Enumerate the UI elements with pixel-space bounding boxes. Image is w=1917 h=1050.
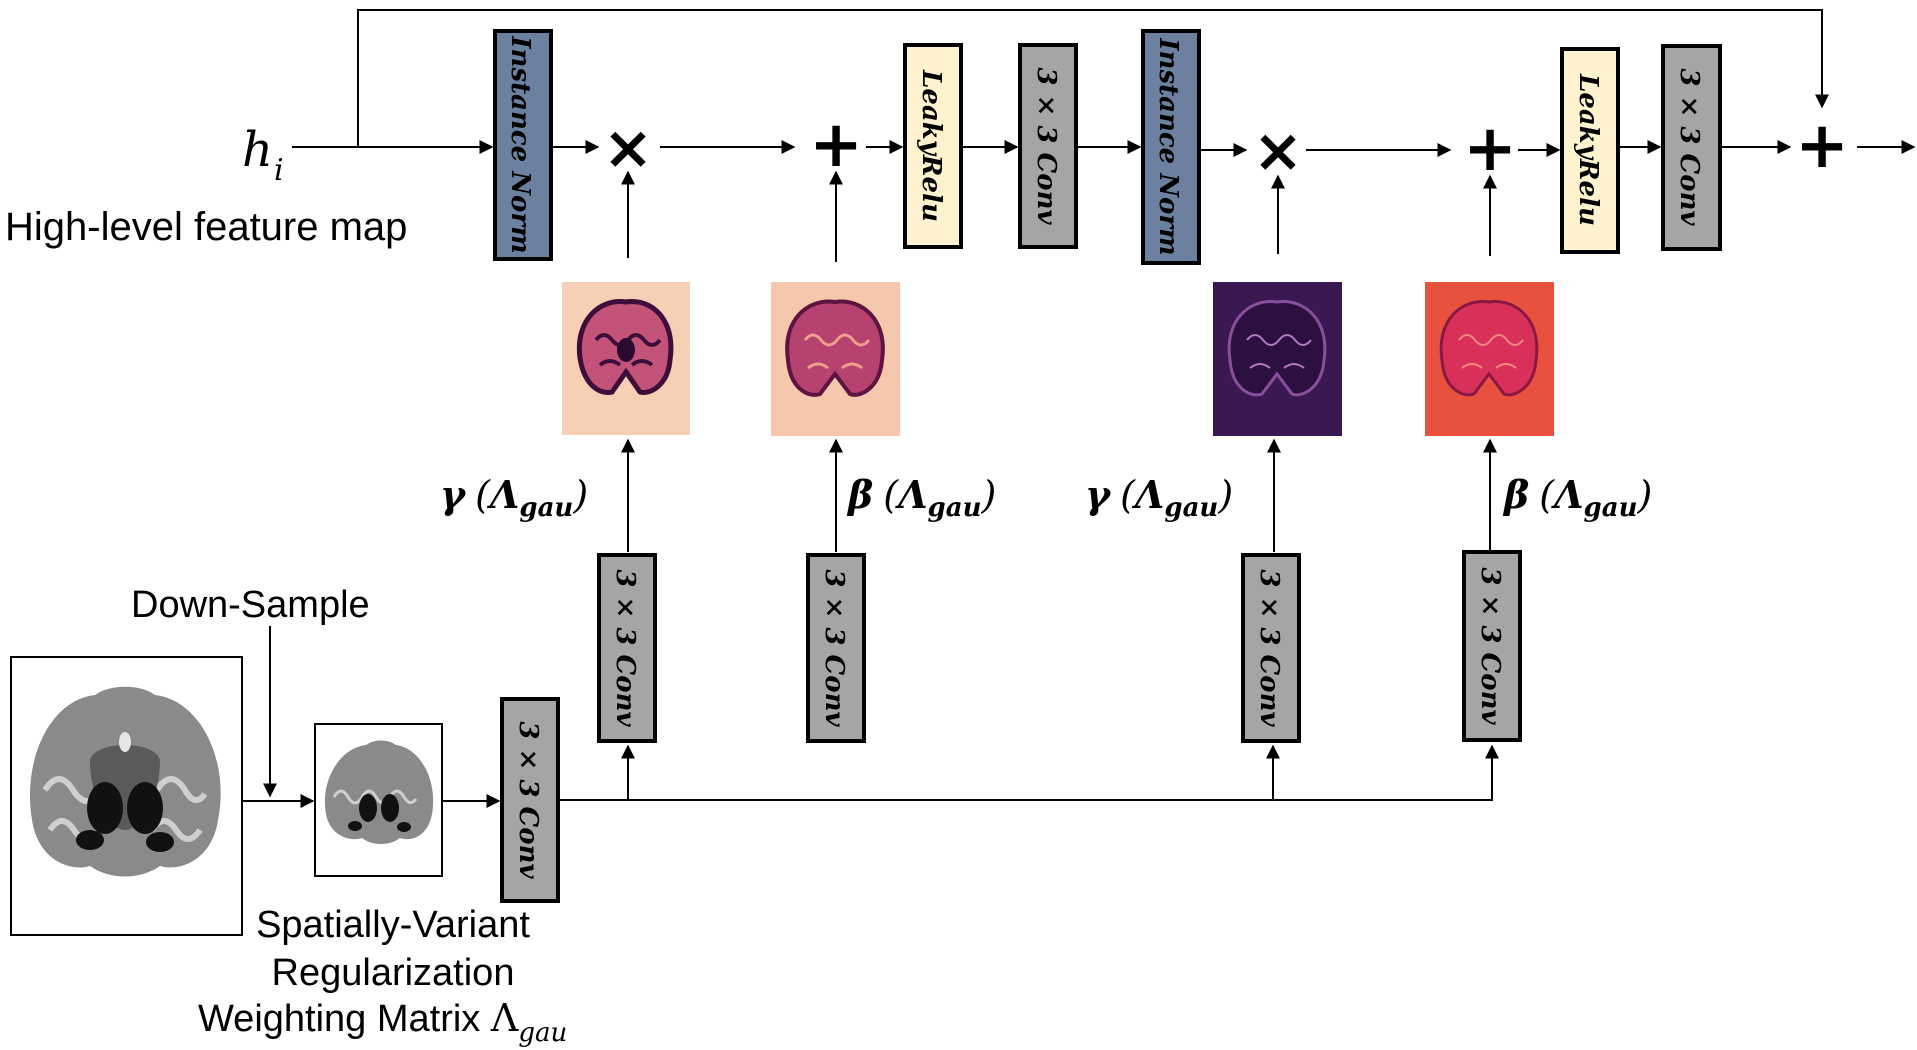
leaky-relu-block-2: LeakyRelu xyxy=(1560,47,1620,254)
skip-connection-arrow xyxy=(357,9,1829,147)
weighting-label-line2: Regularization xyxy=(272,952,515,994)
instance-norm-label-2: Instance Norm xyxy=(1153,37,1183,255)
conv-label-top-2: 3 × 3 Conv xyxy=(1674,68,1704,226)
beta-label-2: β(Λgau) xyxy=(1502,472,1652,523)
conv-label-beta-1: 3 × 3 Conv xyxy=(819,569,849,727)
conv-block-top-1: 3 × 3 Conv xyxy=(1018,43,1078,249)
label-map-large xyxy=(10,656,243,936)
svg-text:γ(Λgau): γ(Λgau) xyxy=(1085,472,1233,523)
conv-block-gamma-2: 3 × 3 Conv xyxy=(1241,553,1301,743)
input-subscript: i xyxy=(274,153,284,188)
instance-norm-block-2: Instance Norm xyxy=(1141,29,1201,265)
down-sample-label: Down-Sample xyxy=(131,584,370,626)
input-symbol: h xyxy=(242,122,273,178)
svg-text:γ(Λgau): γ(Λgau) xyxy=(440,472,588,523)
svg-text:β(Λgau): β(Λgau) xyxy=(846,472,996,523)
svg-text:β(Λgau): β(Λgau) xyxy=(1502,472,1652,523)
weighting-label-line1: Spatially-Variant xyxy=(256,904,530,946)
conv-label-beta-2: 3 × 3 Conv xyxy=(1475,567,1505,725)
instance-norm-block-1: Instance Norm xyxy=(493,29,553,261)
gamma-label-1: γ(Λgau) xyxy=(440,472,588,523)
add-operator-2: + xyxy=(1463,112,1517,186)
add-operator-residual: + xyxy=(1795,109,1849,183)
leaky-relu-block-1: LeakyRelu xyxy=(903,43,963,249)
gamma-map-1 xyxy=(562,282,690,435)
beta-map-1 xyxy=(771,282,900,436)
leaky-relu-label-1: LeakyRelu xyxy=(916,69,946,222)
conv-label-shared: 3 × 3 Conv xyxy=(513,721,543,879)
conv-label-gamma-1: 3 × 3 Conv xyxy=(610,569,640,727)
gamma-label-2: γ(Λgau) xyxy=(1085,472,1233,523)
weighting-label-line3: Weighting Matrix Λgau xyxy=(198,996,567,1048)
conv-block-gamma-1: 3 × 3 Conv xyxy=(597,553,657,743)
conv-block-beta-2: 3 × 3 Conv xyxy=(1462,550,1522,742)
leaky-relu-label-2: LeakyRelu xyxy=(1573,73,1603,226)
beta-label-1: β(Λgau) xyxy=(846,472,996,523)
conv-block-shared: 3 × 3 Conv xyxy=(500,697,560,903)
conv-label-gamma-2: 3 × 3 Conv xyxy=(1254,569,1284,727)
shared-bus-to-beta2 xyxy=(560,744,1499,801)
input-description: High-level feature map xyxy=(5,205,407,249)
add-operator-1: + xyxy=(809,108,863,182)
input-label: h i High-level feature map xyxy=(5,122,407,249)
gamma-map-2 xyxy=(1213,282,1342,436)
conv-block-top-2: 3 × 3 Conv xyxy=(1661,44,1722,251)
beta-map-2 xyxy=(1425,282,1554,436)
conv-label-top-1: 3 × 3 Conv xyxy=(1031,67,1061,225)
label-map-downsampled xyxy=(314,723,443,877)
conv-block-beta-1: 3 × 3 Conv xyxy=(806,553,866,743)
instance-norm-label-1: Instance Norm xyxy=(505,35,535,253)
multiply-operator-2: × xyxy=(1253,116,1303,186)
